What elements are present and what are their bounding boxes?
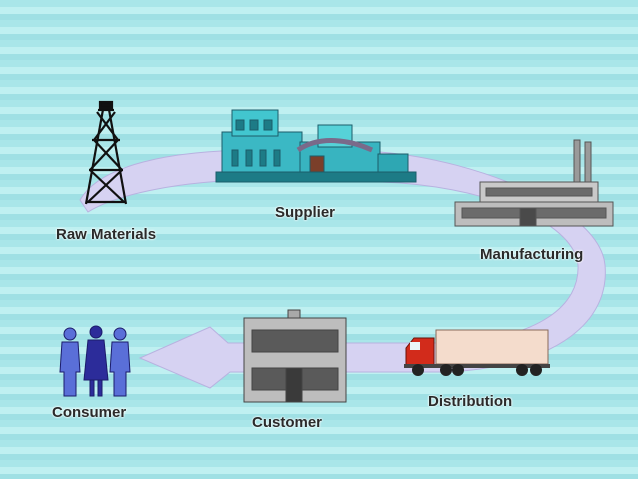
manufacturing-label: Manufacturing	[480, 246, 584, 263]
factory-icon	[454, 139, 614, 227]
people-icon	[59, 325, 131, 397]
consumer-label: Consumer	[52, 404, 127, 421]
oil-derrick-icon	[84, 100, 128, 205]
store-building-icon	[243, 309, 347, 403]
customer-label: Customer	[252, 414, 323, 431]
raw-materials-label: Raw Materials	[56, 226, 157, 243]
supplier-label: Supplier	[275, 204, 336, 221]
distribution-label: Distribution	[428, 393, 513, 410]
power-plant-icon	[215, 109, 417, 183]
truck-icon	[404, 329, 550, 376]
